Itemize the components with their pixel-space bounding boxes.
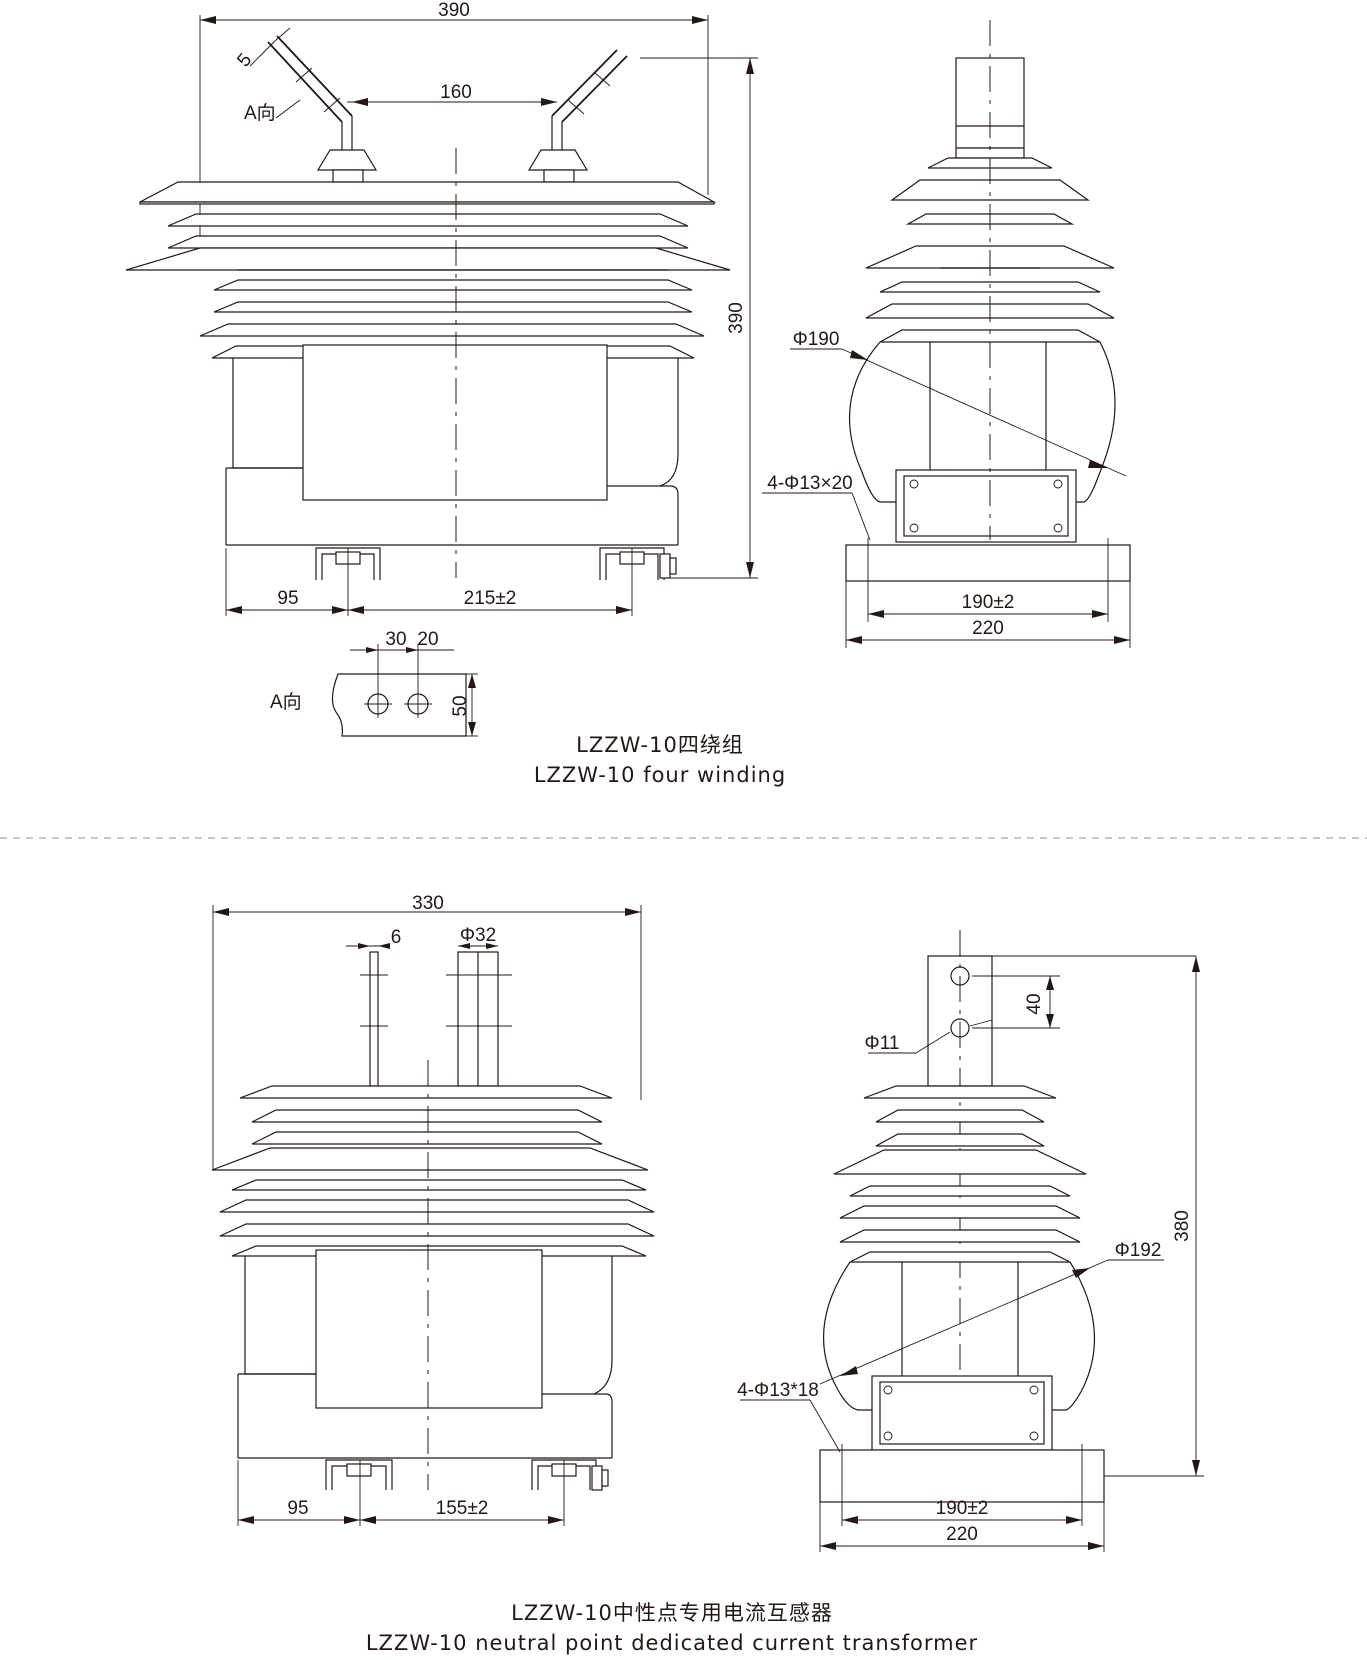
- top-terminal-spacing-label: 160: [440, 82, 472, 103]
- bottom-overall-width-label: 330: [412, 893, 444, 914]
- bottom-mounting-holes-label: 4-Φ13*18: [737, 1380, 819, 1401]
- top-caption-en: LZZW-10 four winding: [534, 763, 786, 787]
- bottom-caption-en: LZZW-10 neutral point dedicated current …: [366, 1631, 978, 1655]
- bottom-terminal-hole-label: Φ11: [865, 1033, 900, 1054]
- detail-a-pitch-1: 30: [385, 629, 406, 650]
- top-view-arrow-label: A向: [244, 102, 276, 124]
- bottom-side-view: 40 Φ11 380 Φ192 4-Φ13*18 190±2 220: [737, 930, 1204, 1552]
- top-side-view: Φ190 4-Φ13×20 190±2 220: [762, 20, 1131, 648]
- top-detail-a: A向 30 20 50: [270, 629, 478, 737]
- bottom-hole-spacing-label: 190±2: [936, 1498, 989, 1519]
- bottom-overall-height-label: 380: [1172, 1210, 1193, 1242]
- detail-a-height: 50: [450, 695, 471, 716]
- bottom-side-bolts: [883, 1385, 1039, 1441]
- top-hole-spacing-label: 190±2: [962, 592, 1015, 613]
- top-front-view: 390 160 5 A向 390 95 215±2: [125, 0, 758, 616]
- bottom-left-offset-label: 95: [287, 1498, 308, 1519]
- top-base-width-label: 220: [972, 618, 1004, 639]
- top-side-bolts: [909, 479, 1063, 533]
- bottom-body-diameter-label: Φ192: [1115, 1240, 1162, 1261]
- top-overall-height-label: 390: [726, 302, 747, 334]
- bottom-caption-cn: LZZW-10中性点专用电流互感器: [511, 1601, 833, 1625]
- bottom-hole-pitch-label: 40: [1024, 993, 1045, 1014]
- detail-a-pitch-2: 20: [417, 629, 438, 650]
- top-mounting-spacing-label: 215±2: [464, 588, 517, 609]
- bottom-terminal-thickness-label: 6: [391, 927, 402, 948]
- bottom-base-width-label: 220: [946, 1524, 978, 1545]
- bottom-terminal-diameter-label: Φ32: [460, 925, 496, 946]
- top-caption-cn: LZZW-10四绕组: [576, 733, 744, 757]
- top-terminal-thickness-label: 5: [233, 50, 256, 72]
- detail-a-label: A向: [270, 691, 302, 713]
- top-overall-width-label: 390: [438, 0, 470, 21]
- top-mounting-holes-label: 4-Φ13×20: [767, 473, 852, 494]
- top-body-diameter-label: Φ190: [793, 329, 840, 350]
- bottom-mounting-spacing-label: 155±2: [436, 1498, 489, 1519]
- bottom-front-view: 330 6 Φ32 95 155±2: [211, 893, 655, 1526]
- top-left-offset-label: 95: [277, 588, 298, 609]
